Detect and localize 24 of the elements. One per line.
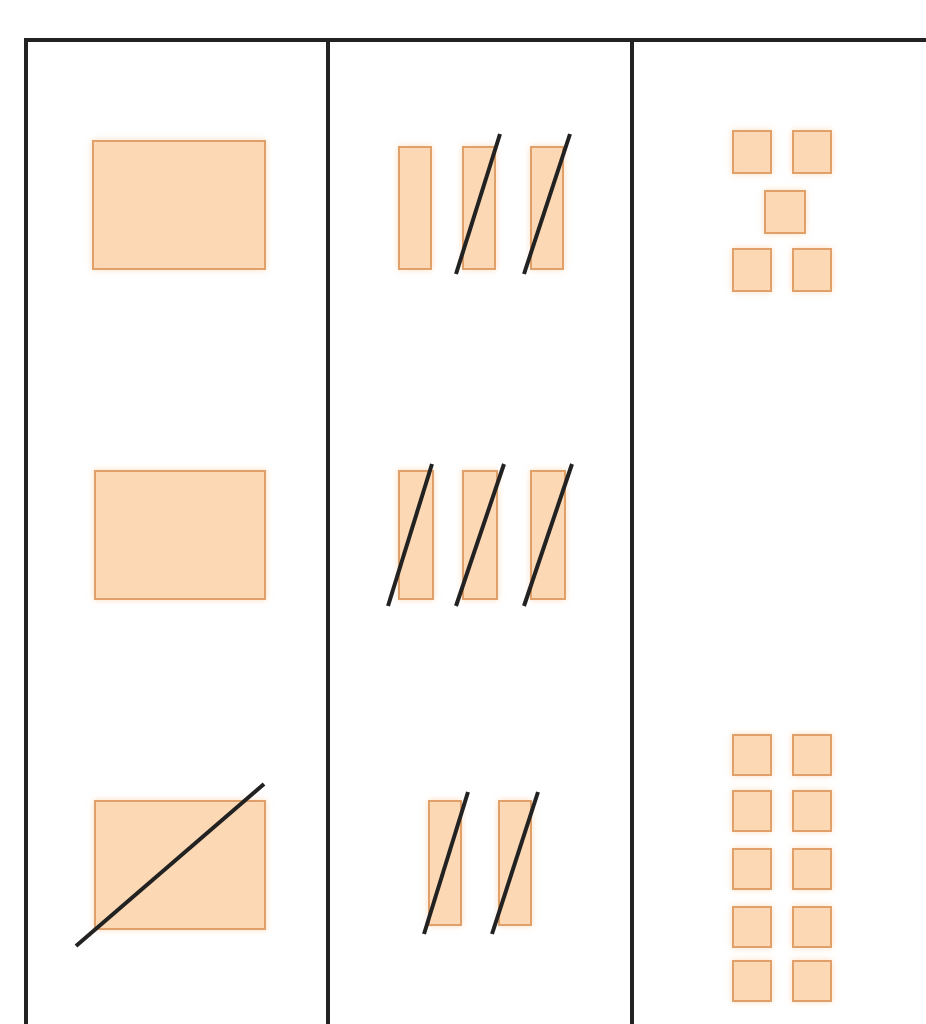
unit-cube	[732, 906, 772, 948]
unit-cube	[792, 848, 832, 890]
unit-cube	[792, 960, 832, 1002]
ten-rod	[462, 470, 498, 600]
unit-cube	[792, 734, 832, 776]
unit-cube	[792, 130, 832, 174]
unit-cube	[732, 734, 772, 776]
unit-cube	[732, 790, 772, 832]
ten-rod	[530, 146, 564, 270]
hundred-flat	[92, 140, 266, 270]
unit-cube	[732, 960, 772, 1002]
unit-cube	[792, 790, 832, 832]
unit-cube	[792, 906, 832, 948]
unit-cube	[764, 190, 806, 234]
hundred-flat	[94, 470, 266, 600]
unit-cube	[732, 130, 772, 174]
hundred-flat	[94, 800, 266, 930]
unit-cube	[732, 248, 772, 292]
ten-rod	[498, 800, 532, 926]
unit-cube	[792, 248, 832, 292]
ten-rod	[530, 470, 566, 600]
ten-rod	[398, 146, 432, 270]
ten-rod	[398, 470, 434, 600]
unit-cube	[732, 848, 772, 890]
